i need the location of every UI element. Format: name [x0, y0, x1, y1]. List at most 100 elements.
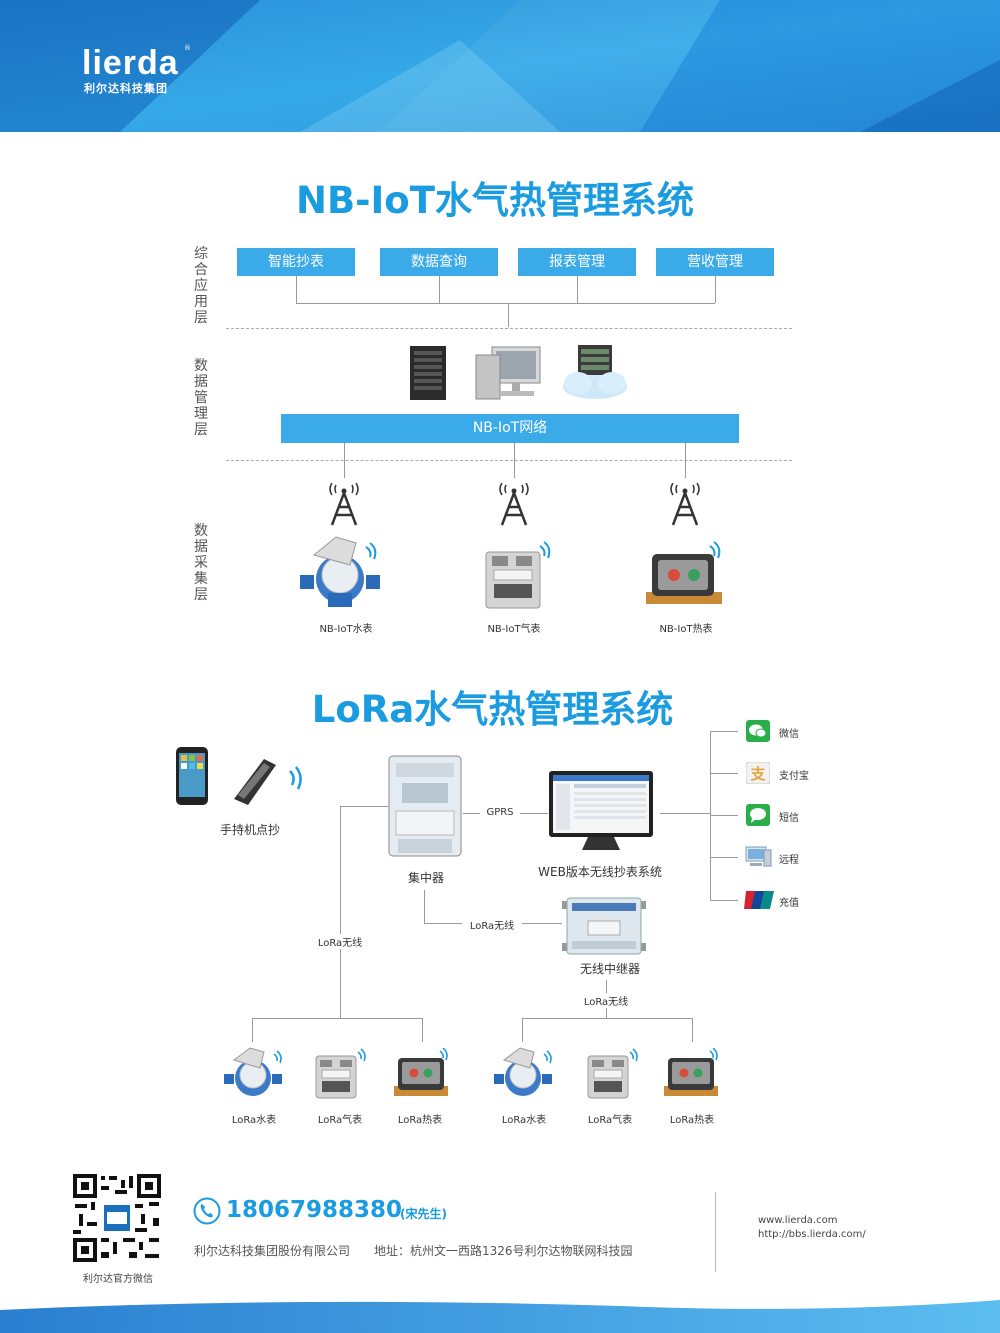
- connector-line: [685, 443, 686, 478]
- desktop-computer-icon: [475, 346, 541, 400]
- lora-water-meter-label: LoRa水表: [501, 1115, 547, 1126]
- payment-label-recharge: 充值: [779, 898, 799, 909]
- forum-link[interactable]: http://bbs.lierda.com/: [758, 1229, 866, 1240]
- qr-caption: 利尔达官方微信: [83, 1274, 153, 1285]
- tower-server-icon: [410, 346, 446, 400]
- wechat-icon: [746, 720, 770, 742]
- gas-meter-icon: [587, 1048, 638, 1099]
- svg-text:支: 支: [749, 765, 766, 783]
- company-name: 利尔达科技集团股份有限公司: [194, 1244, 351, 1258]
- payment-label-sms: 短信: [779, 813, 799, 824]
- connector-line: [439, 276, 440, 303]
- lora-wireless-label-middle: LoRa无线: [462, 917, 522, 932]
- lora-wireless-label-left: LoRa无线: [310, 934, 370, 949]
- connector-line: [710, 857, 738, 858]
- brand-logo: lierda: [82, 44, 179, 82]
- connector-line: [577, 276, 578, 303]
- phone-number: 18067988380: [226, 1197, 403, 1223]
- wireless-repeater-icon: [562, 897, 646, 955]
- connector-line: [296, 303, 715, 304]
- connector-line: [522, 1018, 692, 1019]
- app-data-query: 数据查询: [380, 248, 498, 276]
- water-meter-icon: [300, 536, 380, 607]
- connector-line: [514, 443, 515, 478]
- nb-iot-network-bar: NB-IoT网络: [281, 414, 739, 443]
- nb-gas-meter-label: NB-IoT气表: [487, 624, 541, 635]
- website-link[interactable]: www.lierda.com: [758, 1215, 838, 1226]
- connector-line: [252, 1018, 422, 1019]
- nb-iot-title: NB-IoT水气热管理系统: [296, 179, 694, 222]
- layer-label-collect: 数据采集层: [194, 523, 208, 603]
- footer-divider: [715, 1192, 716, 1272]
- connector-line: [710, 815, 738, 816]
- connector-line: [296, 276, 297, 303]
- connector-line: [660, 813, 710, 814]
- web-monitor-icon: [549, 771, 653, 850]
- handheld-label: 手持机点抄: [219, 823, 280, 837]
- qr-code: [71, 1172, 163, 1264]
- connector-line: [344, 443, 345, 478]
- app-smart-reading: 智能抄表: [237, 248, 355, 276]
- lora-heat-meter-label: LoRa热表: [669, 1115, 715, 1126]
- payment-label-wechat: 微信: [779, 729, 799, 740]
- water-meter-icon: [224, 1047, 282, 1096]
- remote-computer-icon: [745, 846, 772, 867]
- layer-divider: [226, 460, 792, 461]
- lora-wireless-label-right: LoRa无线: [576, 993, 636, 1008]
- nb-heat-meter-label: NB-IoT热表: [659, 624, 713, 635]
- web-system-label: WEB版本无线抄表系统: [538, 865, 662, 879]
- gprs-label: GPRS: [480, 807, 520, 818]
- heat-meter-icon: [664, 1048, 718, 1096]
- antenna-tower-icon: [499, 483, 529, 526]
- registered-mark: ®: [184, 44, 191, 52]
- header-banner: [0, 0, 1000, 132]
- connector-line: [715, 276, 716, 303]
- layer-label-app: 综合应用层: [194, 246, 208, 326]
- alipay-icon: 支: [746, 762, 770, 784]
- water-meter-icon: [494, 1047, 552, 1096]
- repeater-label: 无线中继器: [579, 962, 640, 976]
- sms-icon: [746, 804, 770, 826]
- gas-meter-icon: [485, 541, 551, 609]
- payment-label-alipay: 支付宝: [779, 771, 809, 782]
- heat-meter-icon: [394, 1048, 448, 1096]
- lora-heat-meter-label: LoRa热表: [397, 1115, 443, 1126]
- payment-label-remote: 远程: [779, 855, 799, 866]
- concentrator-label: 集中器: [407, 871, 444, 885]
- app-revenue-management: 营收管理: [656, 248, 774, 276]
- connector-line: [710, 731, 738, 732]
- server-group: [410, 345, 627, 400]
- phone-icon: [193, 1197, 221, 1225]
- connector-line: [252, 1018, 253, 1042]
- heat-meter-icon: [646, 541, 722, 604]
- antenna-tower-icon: [329, 483, 359, 526]
- lora-title: LoRa水气热管理系统: [311, 688, 674, 731]
- connector-line: [422, 1018, 423, 1042]
- app-report-management: 报表管理: [518, 248, 636, 276]
- layer-label-data: 数据管理层: [194, 358, 208, 438]
- cloud-server-icon: [563, 345, 627, 399]
- connector-line: [340, 806, 388, 807]
- lora-water-meter-label: LoRa水表: [231, 1115, 277, 1126]
- contact-person: (宋先生): [400, 1207, 447, 1221]
- gas-meter-icon: [315, 1048, 366, 1099]
- connector-line: [710, 900, 738, 901]
- connector-line: [340, 806, 341, 1018]
- lora-gas-meter-label: LoRa气表: [317, 1115, 363, 1126]
- unionpay-icon: [744, 891, 774, 909]
- connector-line: [424, 890, 425, 923]
- footer-wave: [0, 1300, 1000, 1333]
- nb-water-meter-label: NB-IoT水表: [319, 624, 373, 635]
- concentrator-icon: [388, 755, 462, 857]
- lora-gas-meter-label: LoRa气表: [587, 1115, 633, 1126]
- connector-line: [508, 303, 509, 327]
- header-background: [0, 0, 1000, 132]
- layer-divider: [226, 328, 792, 329]
- connector-line: [522, 1018, 523, 1042]
- handheld-device-icon: [176, 747, 302, 805]
- company-address: 地址：杭州文一西路1326号利尔达物联网科技园: [374, 1244, 633, 1258]
- brand-subtitle: 利尔达科技集团: [84, 82, 168, 95]
- connector-line: [692, 1018, 693, 1042]
- connector-line: [710, 773, 738, 774]
- antenna-tower-icon: [670, 483, 700, 526]
